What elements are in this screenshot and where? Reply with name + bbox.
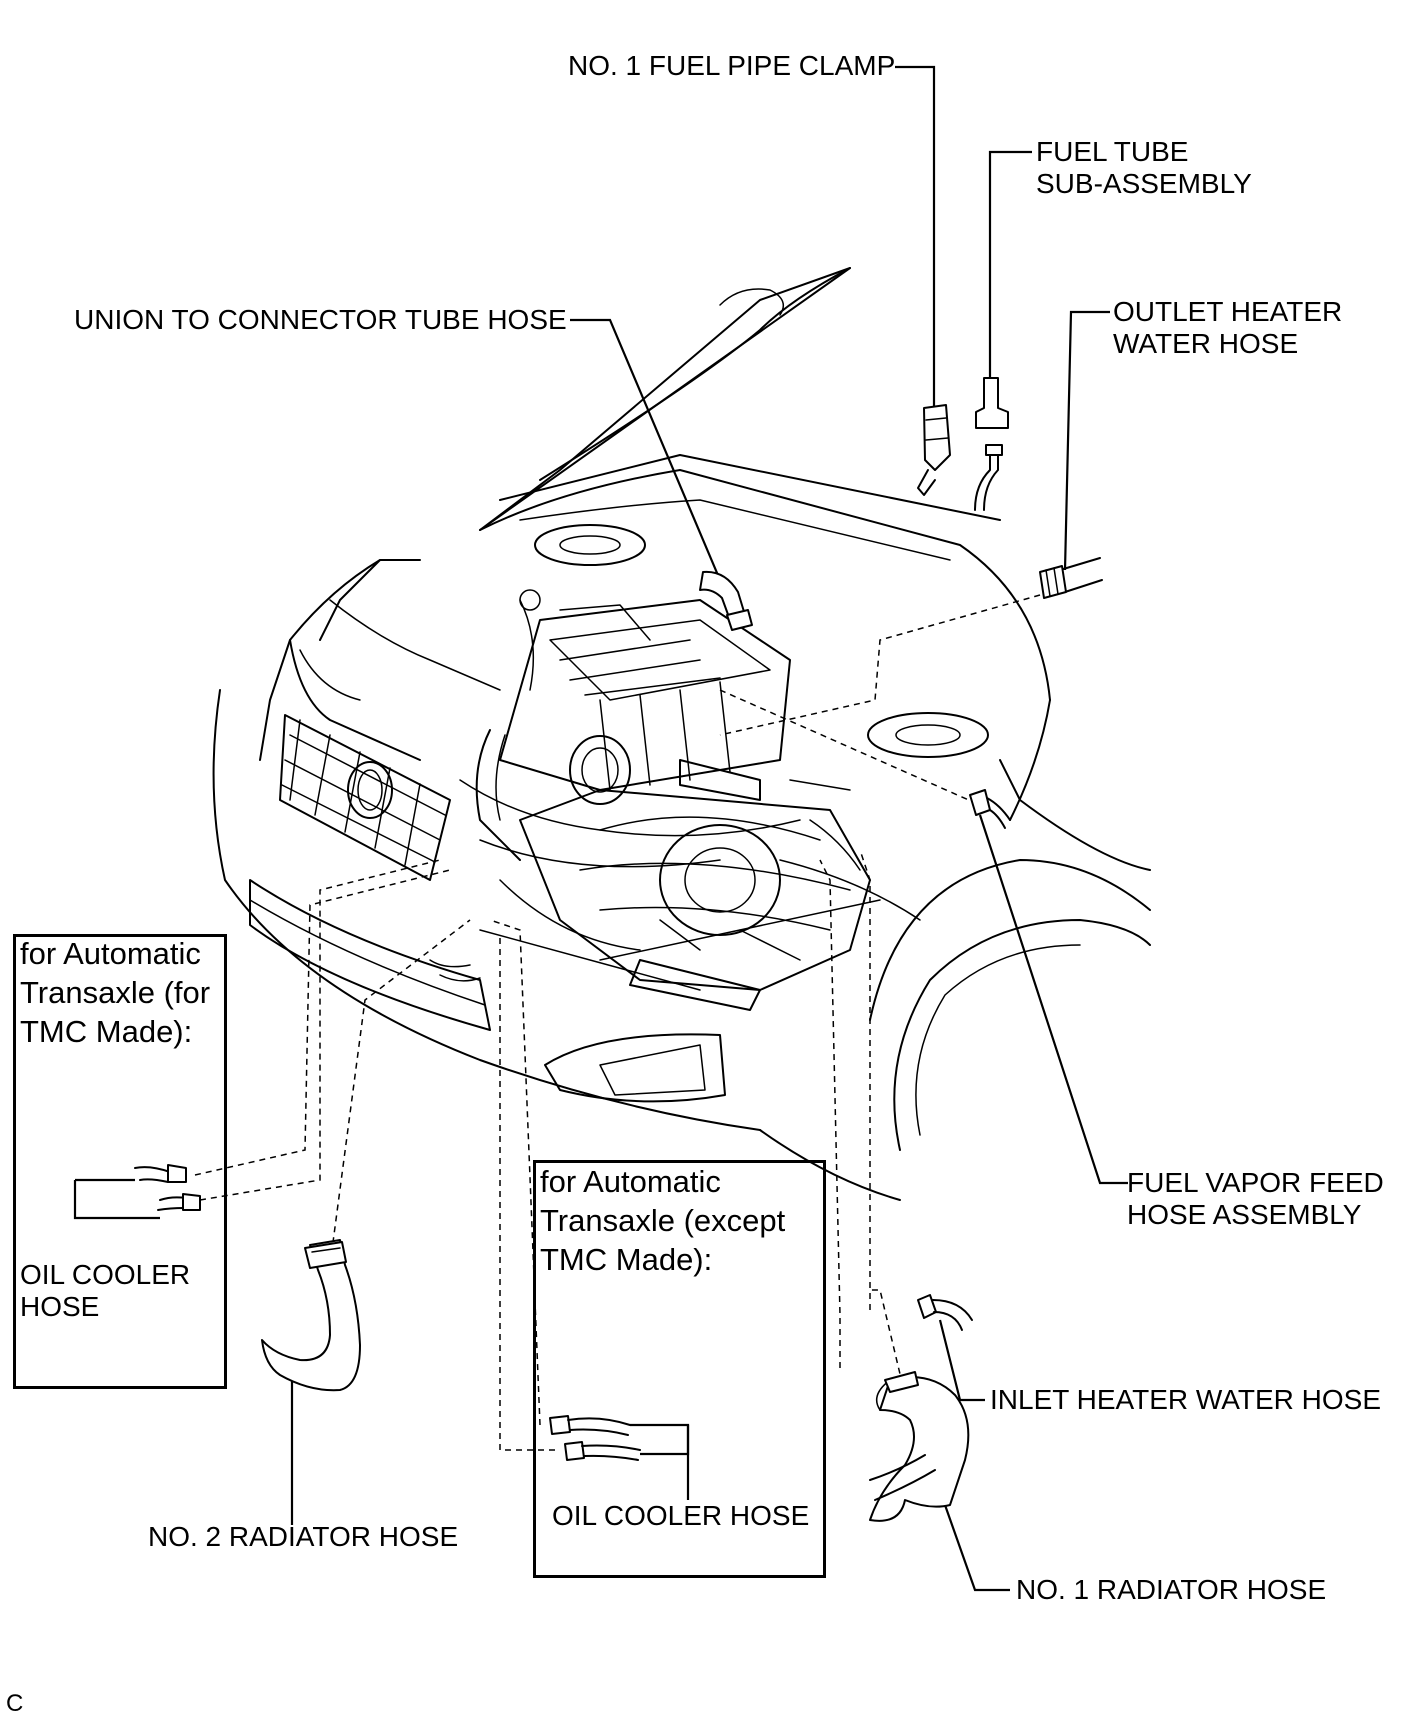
label-outlet-heater-line1: OUTLET HEATER <box>1113 296 1343 327</box>
no2-radiator-hose-part <box>261 1239 361 1392</box>
car-body-outline <box>212 267 1151 1201</box>
fuel-tube-part <box>974 377 1009 511</box>
label-fuel-vapor-line1: FUEL VAPOR FEED <box>1127 1167 1384 1198</box>
engine-assembly <box>459 589 871 1011</box>
label-outlet-heater-line2: WATER HOSE <box>1113 328 1299 359</box>
box-tmc-hose-line1: OIL COOLER <box>20 1259 191 1290</box>
box-tmc-line3: TMC Made): <box>20 1014 193 1049</box>
label-no2-radiator: NO. 2 RADIATOR HOSE <box>148 1521 459 1552</box>
leader-lines <box>290 65 1128 1592</box>
outlet-heater-hose-part <box>1039 557 1103 599</box>
inlet-heater-hose-part <box>917 1294 973 1331</box>
union-hose-part <box>699 570 753 631</box>
box-except-oil-cooler-hoses <box>549 1415 690 1500</box>
box-tmc-oil-cooler-hoses <box>73 1164 201 1220</box>
label-fuel-tube-line2: SUB-ASSEMBLY <box>1036 168 1252 199</box>
fuel-vapor-hose-part <box>969 789 1011 829</box>
corner-code: C <box>6 1690 24 1717</box>
inset-box-tmc <box>13 934 227 1389</box>
label-inlet-heater: INLET HEATER WATER HOSE <box>990 1384 1382 1415</box>
box-except-hose-label: OIL COOLER HOSE <box>552 1500 810 1531</box>
label-fuel-vapor-line2: HOSE ASSEMBLY <box>1127 1199 1362 1230</box>
box-tmc-line1: for Automatic <box>20 936 201 971</box>
box-except-line3: TMC Made): <box>540 1242 713 1277</box>
label-no1-radiator: NO. 1 RADIATOR HOSE <box>1016 1574 1327 1605</box>
box-except-line1: for Automatic <box>540 1164 721 1199</box>
label-union-hose: UNION TO CONNECTOR TUBE HOSE <box>74 304 567 335</box>
no1-radiator-hose-part <box>869 1371 970 1522</box>
box-tmc-hose-line2: HOSE <box>20 1291 100 1322</box>
inset-box-except-tmc <box>533 1160 826 1578</box>
label-fuel-tube-line1: FUEL TUBE <box>1036 136 1189 167</box>
label-fuel-pipe-clamp: NO. 1 FUEL PIPE CLAMP <box>568 50 896 81</box>
fuel-pipe-clamp-part <box>917 404 951 496</box>
box-except-line2: Transaxle (except <box>540 1203 786 1238</box>
box-tmc-line2: Transaxle (for <box>20 975 211 1010</box>
